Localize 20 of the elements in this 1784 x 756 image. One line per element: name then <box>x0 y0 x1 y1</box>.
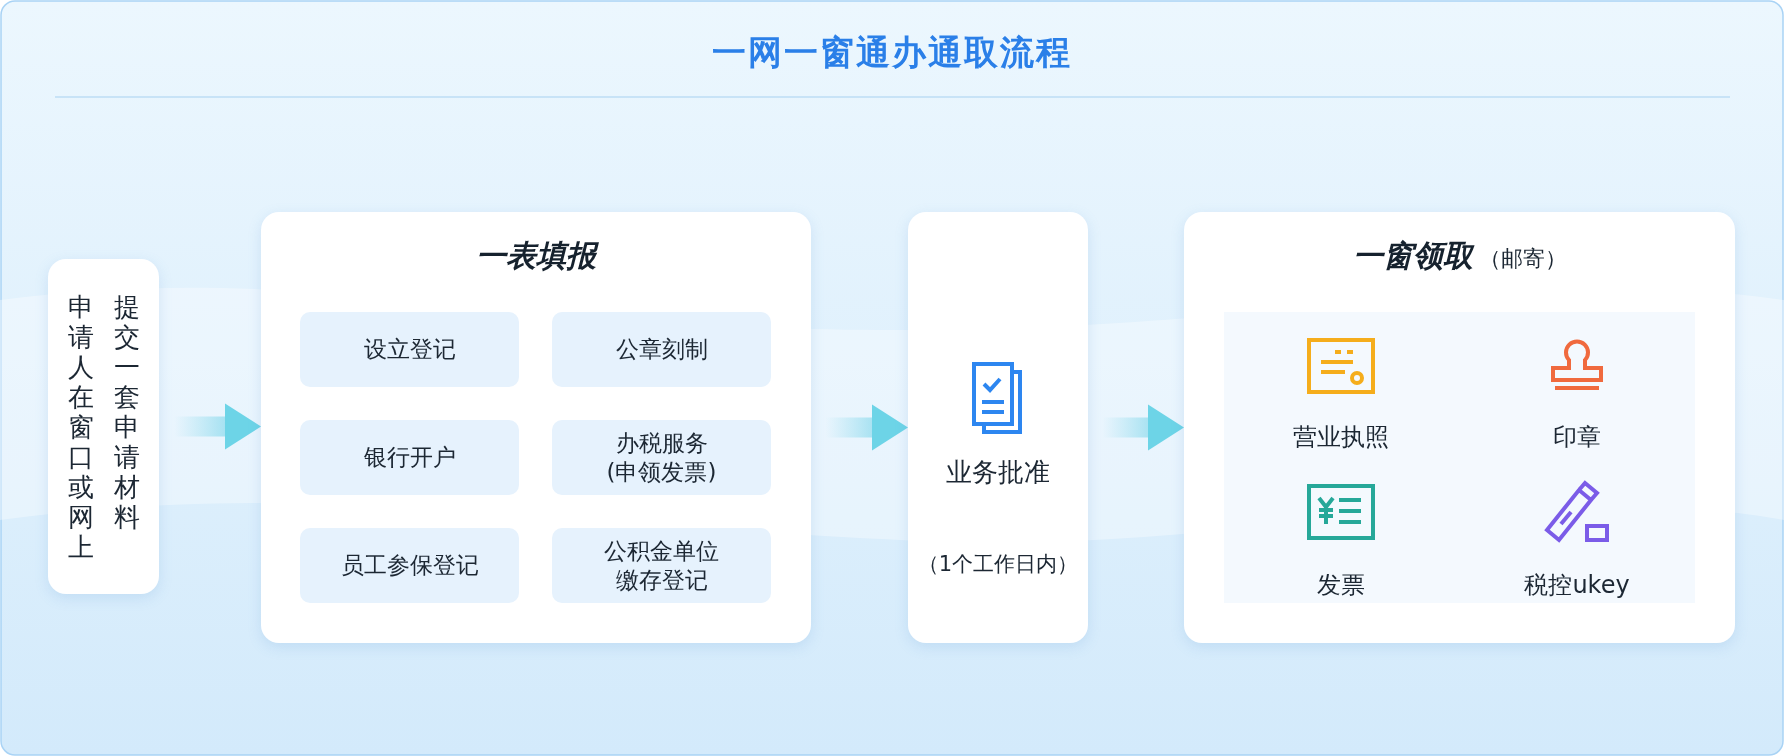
panel-heading: 一表填报 <box>261 236 811 277</box>
item-label: 发票 <box>1316 570 1366 601</box>
item-box: 公积金单位缴存登记 <box>552 528 771 603</box>
title: 一网一窗通办通取流程 <box>711 31 1073 74</box>
step-card <box>908 212 1088 643</box>
item-box: 设立登记 <box>300 312 519 387</box>
item-label: 印章 <box>1552 422 1602 453</box>
item-box: 公章刻制 <box>552 312 771 387</box>
item-box: 员工参保登记 <box>300 528 519 603</box>
heading-note: （邮寄） <box>1478 245 1567 273</box>
item-label: 税控ukey <box>1523 570 1631 601</box>
duration-note: （1个工作日内） <box>916 551 1080 578</box>
panel-card <box>1184 212 1735 643</box>
start-box: 申请人在窗口或网上提交一套申请材料 <box>48 259 159 594</box>
item-label: 营业执照 <box>1292 422 1390 453</box>
panel-heading: 一窗领取 <box>1352 237 1473 275</box>
panel-card <box>261 212 811 643</box>
item-box: 银行开户 <box>300 420 519 495</box>
step-label: 业务批准 <box>945 456 1051 489</box>
item-box: 办税服务(申领发票) <box>552 420 771 495</box>
